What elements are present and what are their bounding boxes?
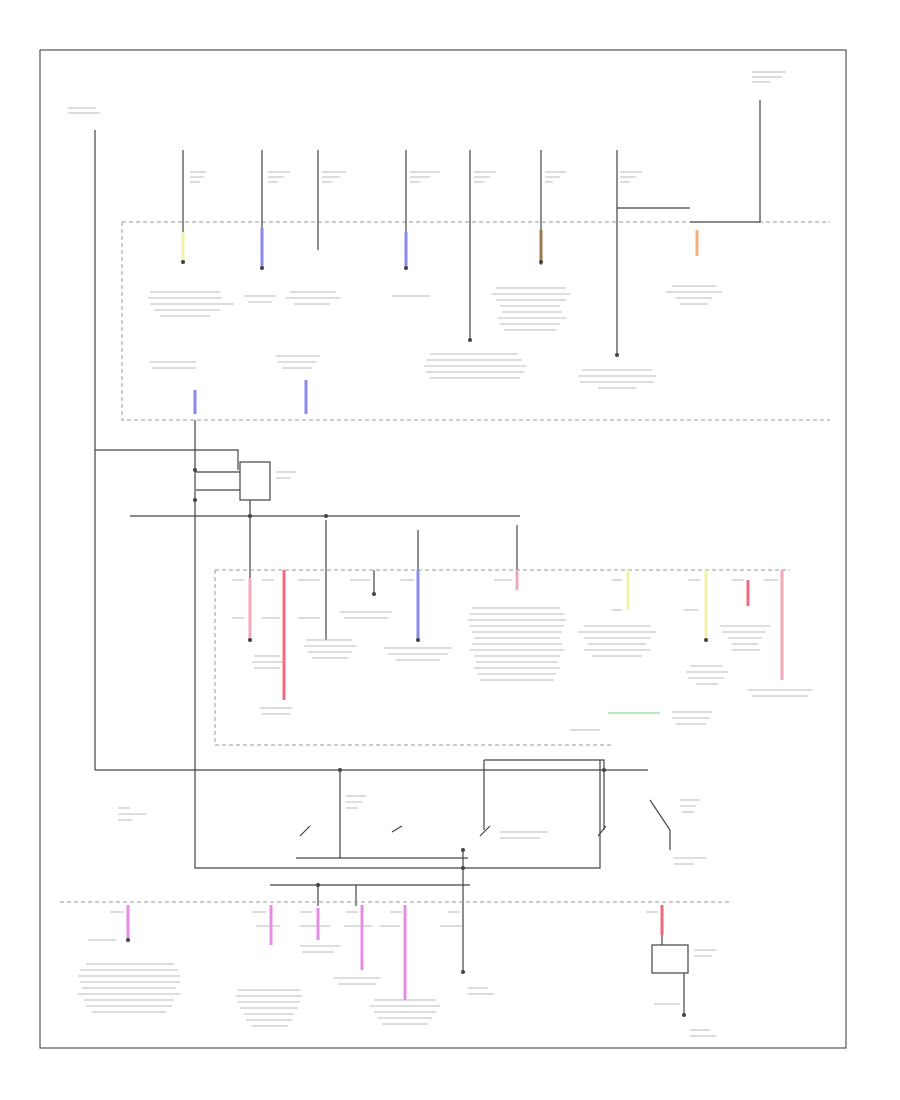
page-frame	[39, 49, 847, 1049]
bottom-section	[60, 901, 730, 1037]
middle-section	[214, 569, 812, 746]
top-section	[68, 71, 830, 770]
lower-control-area	[95, 759, 706, 972]
